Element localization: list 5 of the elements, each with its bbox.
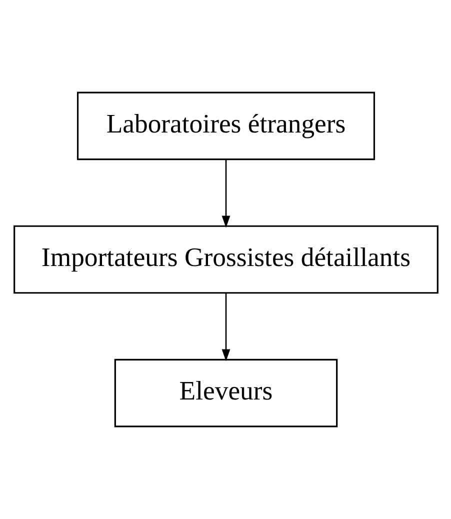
node-box: Eleveurs — [114, 358, 338, 428]
node-box: Laboratoires étrangers — [76, 92, 375, 160]
node-box: Importateurs Grossistes détaillants — [13, 225, 438, 294]
arrow — [221, 293, 230, 362]
arrow — [221, 160, 230, 228]
